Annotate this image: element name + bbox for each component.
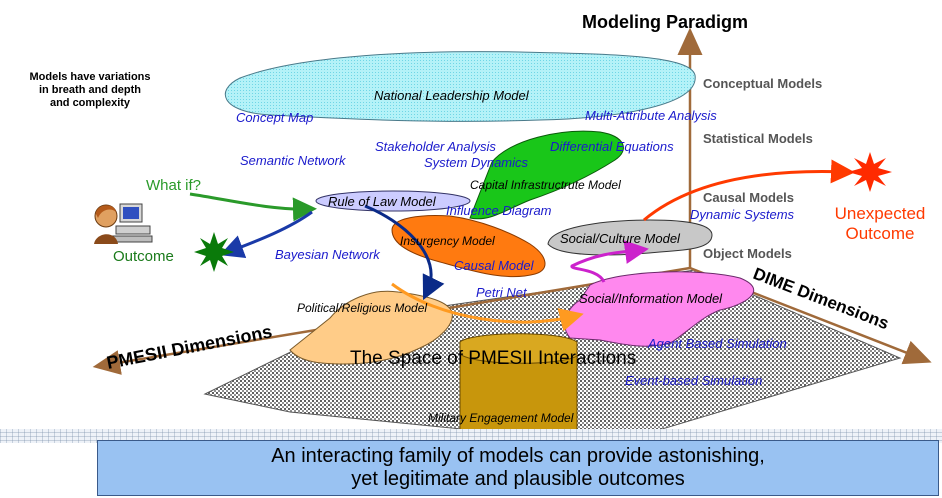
social-information-shape	[564, 271, 755, 347]
banner-line-1: An interacting family of models can prov…	[271, 445, 765, 467]
variation-note-line-1: Models have variations	[29, 71, 150, 83]
method-differential-equations: Differential Equations	[550, 139, 674, 154]
method-causal-model: Causal Model	[454, 258, 535, 273]
model-capital-infrastructure: Capital Infrastructrute Model	[470, 178, 621, 192]
paradigm-conceptual: Conceptual Models	[703, 76, 822, 91]
method-agent-based: Agent Based Simulation	[647, 336, 787, 351]
variation-note-line-3: and complexity	[50, 97, 131, 109]
variation-note-line-2: in breath and depth	[39, 84, 141, 96]
national-leadership-shape	[224, 51, 696, 122]
method-system-dynamics: System Dynamics	[424, 155, 529, 170]
method-concept-map: Concept Map	[236, 110, 313, 125]
model-insurgency: Insurgency Model	[400, 234, 495, 248]
modeling-paradigm-title: Modeling Paradigm	[582, 12, 748, 32]
method-stakeholder-analysis: Stakeholder Analysis	[375, 139, 496, 154]
method-bayesian-network: Bayesian Network	[275, 247, 381, 262]
unexpected-line-2: Outcome	[846, 224, 915, 243]
outcome-star-icon	[194, 232, 234, 272]
method-multi-attribute: Multi-Attribute Analysis	[585, 108, 717, 123]
flow-arrow-orange	[391, 282, 584, 332]
model-national-leadership: National Leadership Model	[374, 88, 530, 103]
model-social-culture: Social/Culture Model	[560, 231, 681, 246]
political-religious-shape	[289, 290, 453, 365]
outcome-arrow	[219, 210, 313, 258]
unexpected-arrow	[643, 159, 855, 222]
model-rule-of-law: Rule of Law Model	[328, 194, 437, 209]
model-social-information: Social/Information Model	[579, 291, 723, 306]
banner-line-2: yet legitimate and plausible outcomes	[351, 468, 685, 490]
capital-infrastructure-shape	[469, 130, 624, 220]
pmesii-space-label: The Space of PMESII Interactions	[350, 348, 636, 369]
paradigm-causal: Causal Models	[703, 190, 794, 205]
method-semantic-network: Semantic Network	[240, 153, 347, 168]
method-dynamic-systems: Dynamic Systems	[690, 207, 795, 222]
what-if-arrow	[189, 192, 317, 222]
flow-arrow-blue	[364, 204, 445, 301]
conclusion-banner: An interacting family of models can prov…	[97, 440, 939, 496]
method-influence-diagram: Influence Diagram	[446, 203, 552, 218]
method-petri-net: Petri Net	[476, 285, 528, 300]
model-political-religious: Political/Religious Model	[297, 301, 427, 315]
pmesii-dimensions-label: PMESII Dimensions	[105, 321, 274, 373]
what-if-label: What if?	[146, 177, 201, 194]
flow-arrow-magenta	[570, 240, 649, 283]
method-event-based: Event-based Simulation	[625, 373, 762, 388]
unexpected-line-1: Unexpected	[835, 204, 926, 223]
unexpected-star-icon	[848, 152, 892, 192]
outcome-label: Outcome	[113, 248, 174, 265]
insurgency-shape	[391, 215, 546, 278]
computer-user-icon	[94, 203, 153, 244]
divider-band	[0, 429, 942, 443]
paradigm-statistical: Statistical Models	[703, 131, 813, 146]
model-military-engagement: Military Engagement Model	[428, 411, 574, 425]
paradigm-object: Object Models	[703, 246, 792, 261]
